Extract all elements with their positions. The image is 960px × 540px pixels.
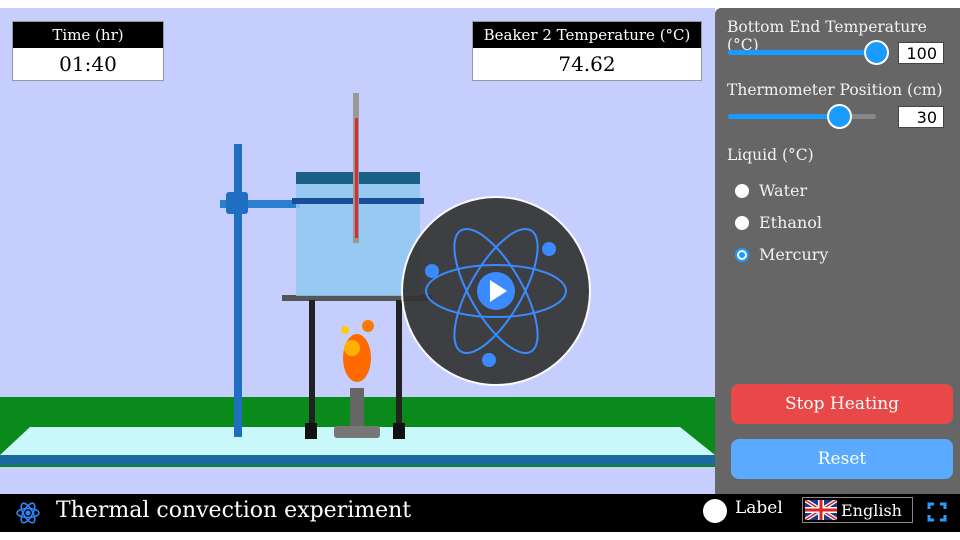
radio-icon[interactable]	[735, 215, 749, 230]
radio-ethanol[interactable]: Ethanol	[735, 213, 822, 232]
flame	[341, 320, 374, 382]
time-label: Time (hr)	[13, 22, 163, 48]
time-value: 01:40	[59, 52, 117, 76]
label-toggle-text: Label	[735, 498, 783, 518]
fullscreen-icon[interactable]	[927, 502, 947, 522]
bottom-temp-input[interactable]: 100	[898, 42, 944, 64]
tripod	[282, 295, 432, 439]
table-edge	[0, 455, 715, 465]
temperature-label: Beaker 2 Temperature (°C)	[473, 22, 701, 48]
bottom-temp-slider[interactable]	[728, 40, 889, 65]
temperature-readout: Beaker 2 Temperature (°C) 74.62	[472, 21, 702, 81]
radio-water[interactable]: Water	[735, 181, 807, 200]
language-selector[interactable]: English	[802, 497, 913, 523]
thermometer	[353, 93, 359, 243]
play-overlay[interactable]	[401, 196, 591, 386]
simulation-canvas: Time (hr) 01:40 Beaker 2 Temperature (°C…	[0, 8, 715, 494]
liquid-label: Liquid (°C)	[727, 146, 814, 164]
label-toggle[interactable]	[703, 499, 727, 523]
bunsen-burner	[334, 388, 380, 438]
reset-button[interactable]: Reset	[731, 439, 953, 479]
thermometer-position-label: Thermometer Position (cm)	[727, 81, 943, 99]
app-title: Thermal convection experiment	[56, 498, 412, 523]
control-panel: Bottom End Temperature (°C) 100 Thermome…	[715, 8, 960, 494]
radio-label: Mercury	[759, 245, 829, 264]
radio-label: Water	[759, 181, 808, 200]
radio-icon[interactable]	[735, 183, 749, 198]
atom-logo-icon	[16, 502, 40, 524]
time-readout: Time (hr) 01:40	[12, 21, 164, 81]
radio-label: Ethanol	[759, 213, 823, 232]
uk-flag-icon	[805, 500, 837, 520]
radio-mercury[interactable]: Mercury	[735, 245, 828, 264]
temperature-value: 74.62	[558, 52, 616, 76]
thermometer-position-input[interactable]: 30	[898, 106, 944, 128]
stop-heating-button[interactable]: Stop Heating	[731, 384, 953, 424]
slider-handle[interactable]	[827, 104, 852, 129]
table-top	[0, 427, 715, 455]
bottom-temp-label: Bottom End Temperature (°C)	[727, 18, 927, 54]
radio-icon[interactable]	[735, 247, 749, 262]
experiment-scene	[0, 93, 715, 467]
retort-stand	[220, 144, 300, 437]
slider-handle[interactable]	[864, 40, 889, 65]
footer-bar: Thermal convection experiment Label Engl…	[0, 494, 960, 532]
thermometer-position-slider[interactable]	[728, 104, 876, 129]
language-label: English	[841, 500, 902, 520]
